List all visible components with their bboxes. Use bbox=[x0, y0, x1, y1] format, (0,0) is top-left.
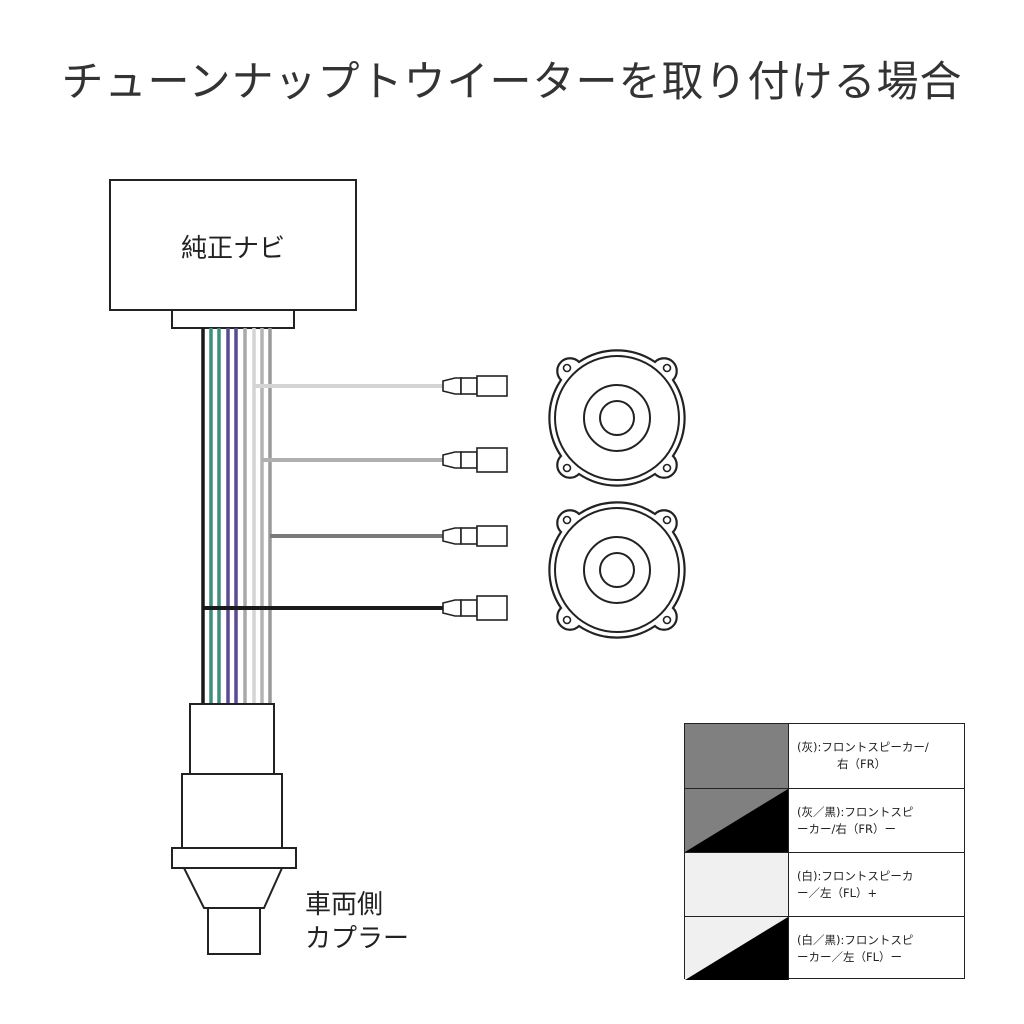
navi-connector bbox=[171, 309, 295, 329]
legend-text: (白／黒):フロントスピ bbox=[797, 932, 914, 947]
navi-label: 純正ナビ bbox=[180, 234, 285, 264]
page-title: チューンナップトウイーターを取り付ける場合 bbox=[61, 57, 963, 106]
legend-row: (灰／黒):フロントスピ ーカー/右（FR）ー bbox=[685, 788, 964, 852]
legend-text: (灰／黒):フロントスピ bbox=[797, 804, 914, 819]
legend-text: (白):フロントスピーカ bbox=[797, 868, 914, 883]
legend-swatch-white-black bbox=[685, 917, 789, 980]
wire-color-legend: (灰):フロントスピーカー/ 右（FR） (灰／黒):フロントスピ ーカー/右（… bbox=[684, 723, 965, 980]
wire-harness bbox=[201, 328, 272, 704]
legend-text: ーカー／左（FL）ー bbox=[797, 949, 903, 964]
spade-terminal-1 bbox=[442, 375, 508, 397]
spade-terminal-4 bbox=[442, 595, 508, 621]
speaker-2-icon bbox=[548, 501, 686, 639]
legend-swatch-white bbox=[685, 853, 789, 916]
spade-terminal-3 bbox=[442, 525, 508, 547]
vehicle-coupler-icon bbox=[171, 703, 297, 955]
legend-text: ー／左（FL）+ bbox=[797, 885, 878, 900]
legend-swatch-gray-black bbox=[685, 789, 789, 852]
legend-swatch-gray bbox=[685, 724, 789, 788]
navi-unit-box bbox=[109, 179, 357, 311]
legend-text: 右（FR） bbox=[837, 757, 887, 771]
legend-row: (白):フロントスピーカ ー／左（FL）+ bbox=[685, 852, 964, 916]
coupler-label-line1: 車両側 bbox=[305, 890, 384, 920]
coupler-label: 車両側 カプラー bbox=[305, 888, 409, 956]
legend-text: (灰):フロントスピーカー/ bbox=[797, 740, 929, 754]
coupler-label-line2: カプラー bbox=[305, 924, 410, 954]
legend-row: (白／黒):フロントスピ ーカー／左（FL）ー bbox=[685, 916, 964, 980]
speaker-1-icon bbox=[548, 349, 686, 487]
legend-text: ーカー/右（FR）ー bbox=[797, 821, 896, 836]
spade-terminal-2 bbox=[442, 447, 508, 473]
legend-row: (灰):フロントスピーカー/ 右（FR） bbox=[685, 724, 964, 788]
